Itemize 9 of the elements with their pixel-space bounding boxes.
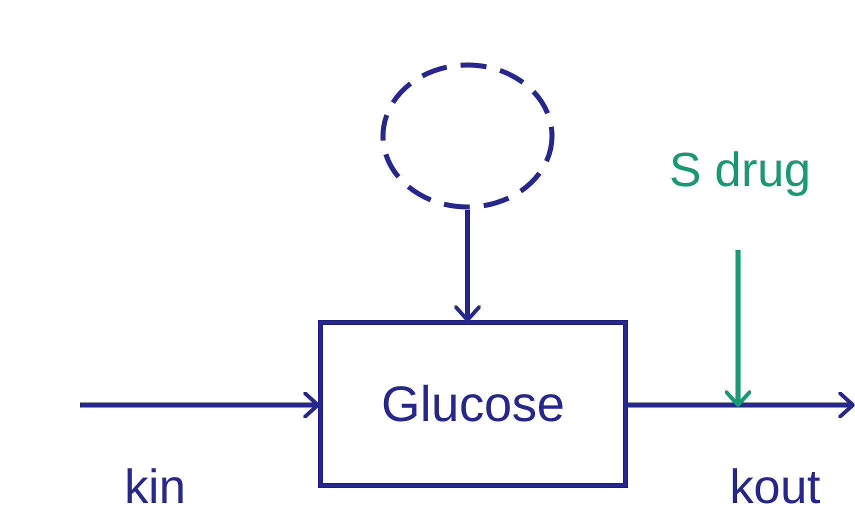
dashed-circle [380,62,555,210]
edge-label: kin [123,460,187,516]
arrow [724,250,752,407]
arrow [454,210,482,322]
drug-label: S drug [645,138,835,204]
arrow [628,391,855,419]
process-box: Glucose [318,320,628,488]
arrow [80,391,320,419]
edge-label: kout [728,460,822,516]
